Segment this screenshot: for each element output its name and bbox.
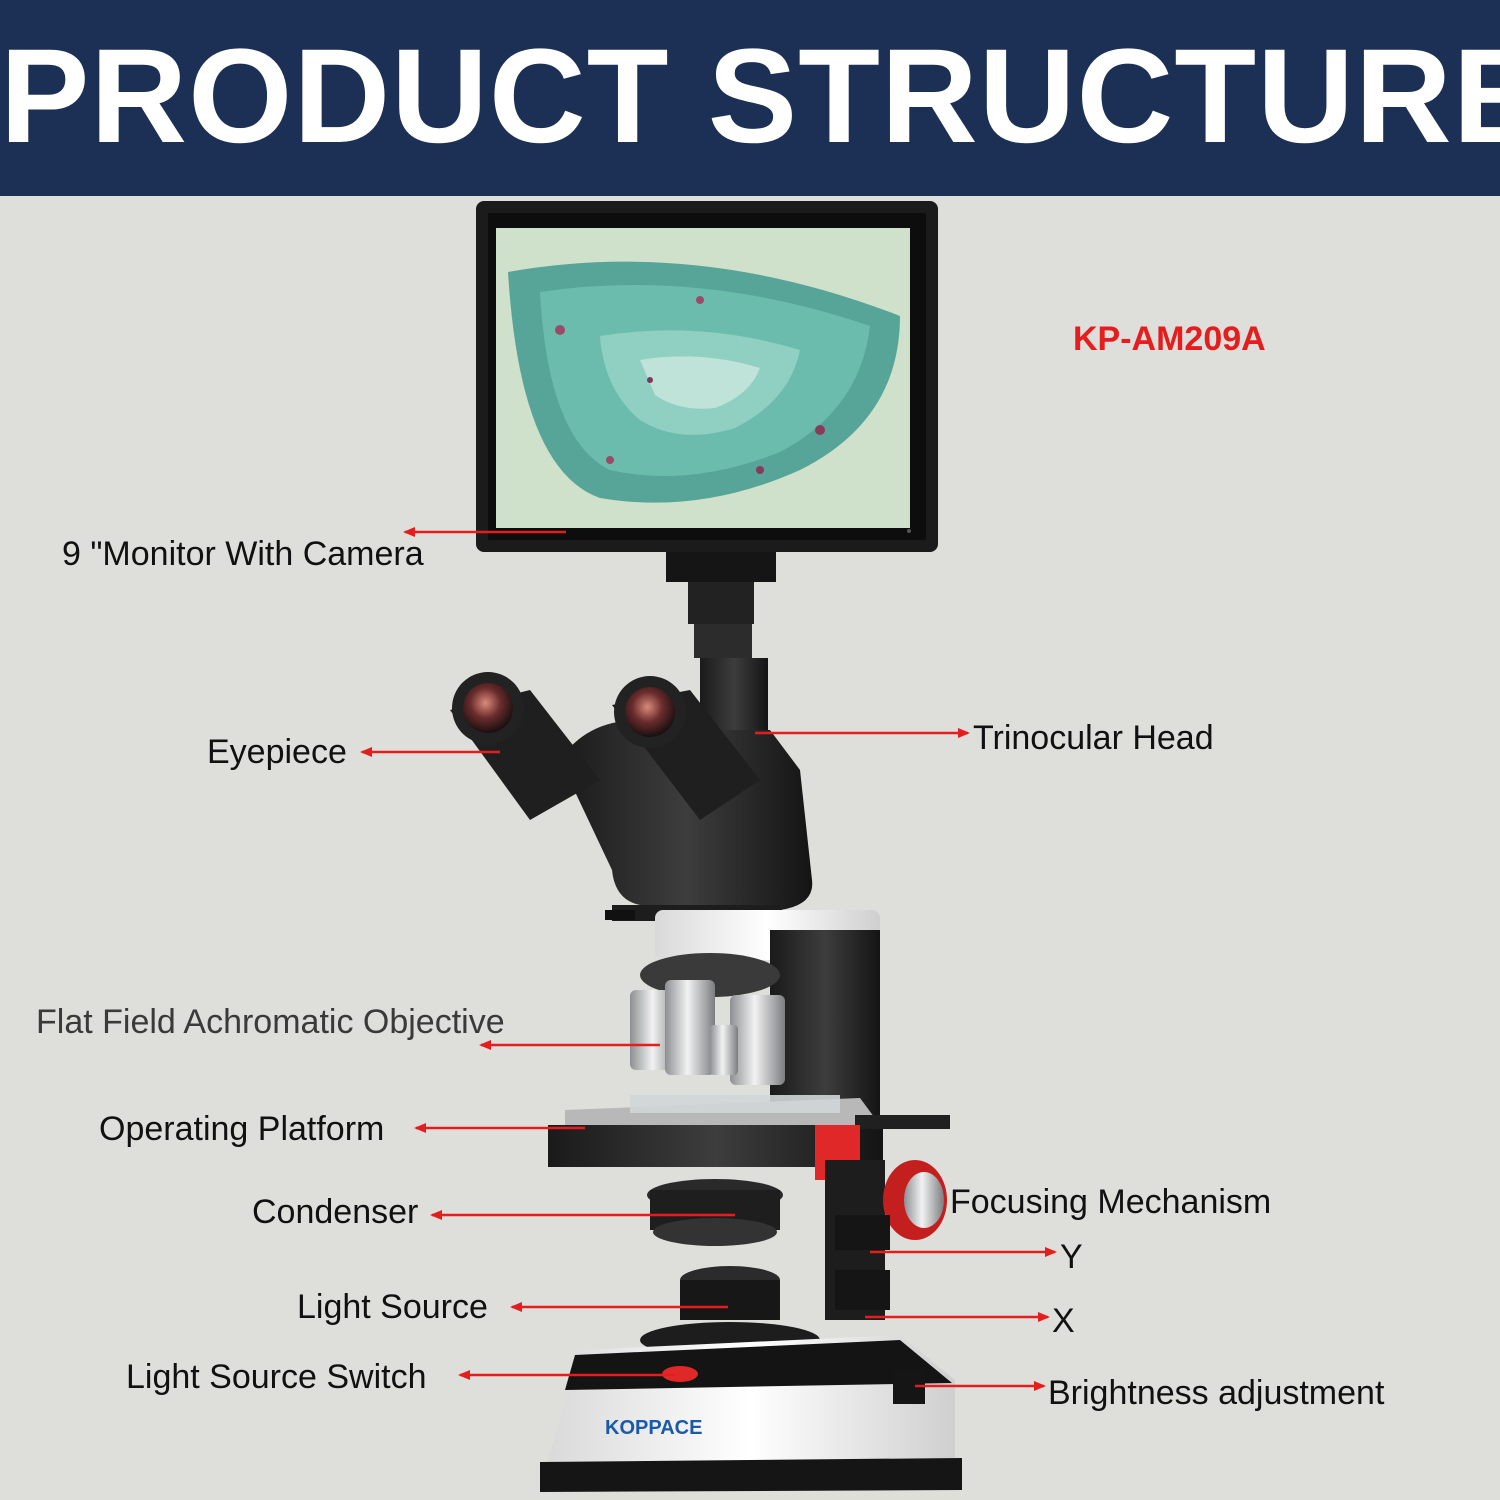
stage xyxy=(548,1095,950,1180)
focus-knobs xyxy=(825,1160,947,1320)
monitor xyxy=(476,201,938,552)
callout-arrows xyxy=(360,527,1057,1391)
model-code: KP-AM209A xyxy=(1073,320,1266,358)
label-condenser: Condenser xyxy=(252,1193,419,1231)
objectives xyxy=(630,953,785,1085)
label-brightness-adjustment: Brightness adjustment xyxy=(1048,1374,1385,1412)
label-objective: Flat Field Achromatic Objective xyxy=(36,1003,505,1041)
condenser-body xyxy=(647,1179,783,1246)
label-light-source: Light Source xyxy=(297,1288,488,1326)
label-y: Y xyxy=(1060,1238,1083,1276)
label-x: X xyxy=(1052,1302,1075,1340)
label-focusing-mechanism: Focusing Mechanism xyxy=(950,1183,1272,1221)
label-light-source-switch: Light Source Switch xyxy=(126,1358,427,1396)
title-banner: PRODUCT STRUCTURE xyxy=(0,0,1500,196)
eyepiece-right xyxy=(612,676,760,820)
microscope-arm xyxy=(655,910,880,1125)
label-eyepiece: Eyepiece xyxy=(207,733,347,771)
banner-title: PRODUCT STRUCTURE xyxy=(0,22,1500,171)
label-operating-platform: Operating Platform xyxy=(99,1110,385,1148)
specimen-image xyxy=(508,261,900,503)
camera-adapter xyxy=(666,552,776,736)
microscope-base xyxy=(540,1335,962,1492)
brand-logo: KOPPACE xyxy=(605,1417,702,1439)
label-trinocular-head: Trinocular Head xyxy=(973,719,1214,757)
label-monitor: 9 "Monitor With Camera xyxy=(62,535,424,573)
eyepiece-left xyxy=(450,672,600,820)
